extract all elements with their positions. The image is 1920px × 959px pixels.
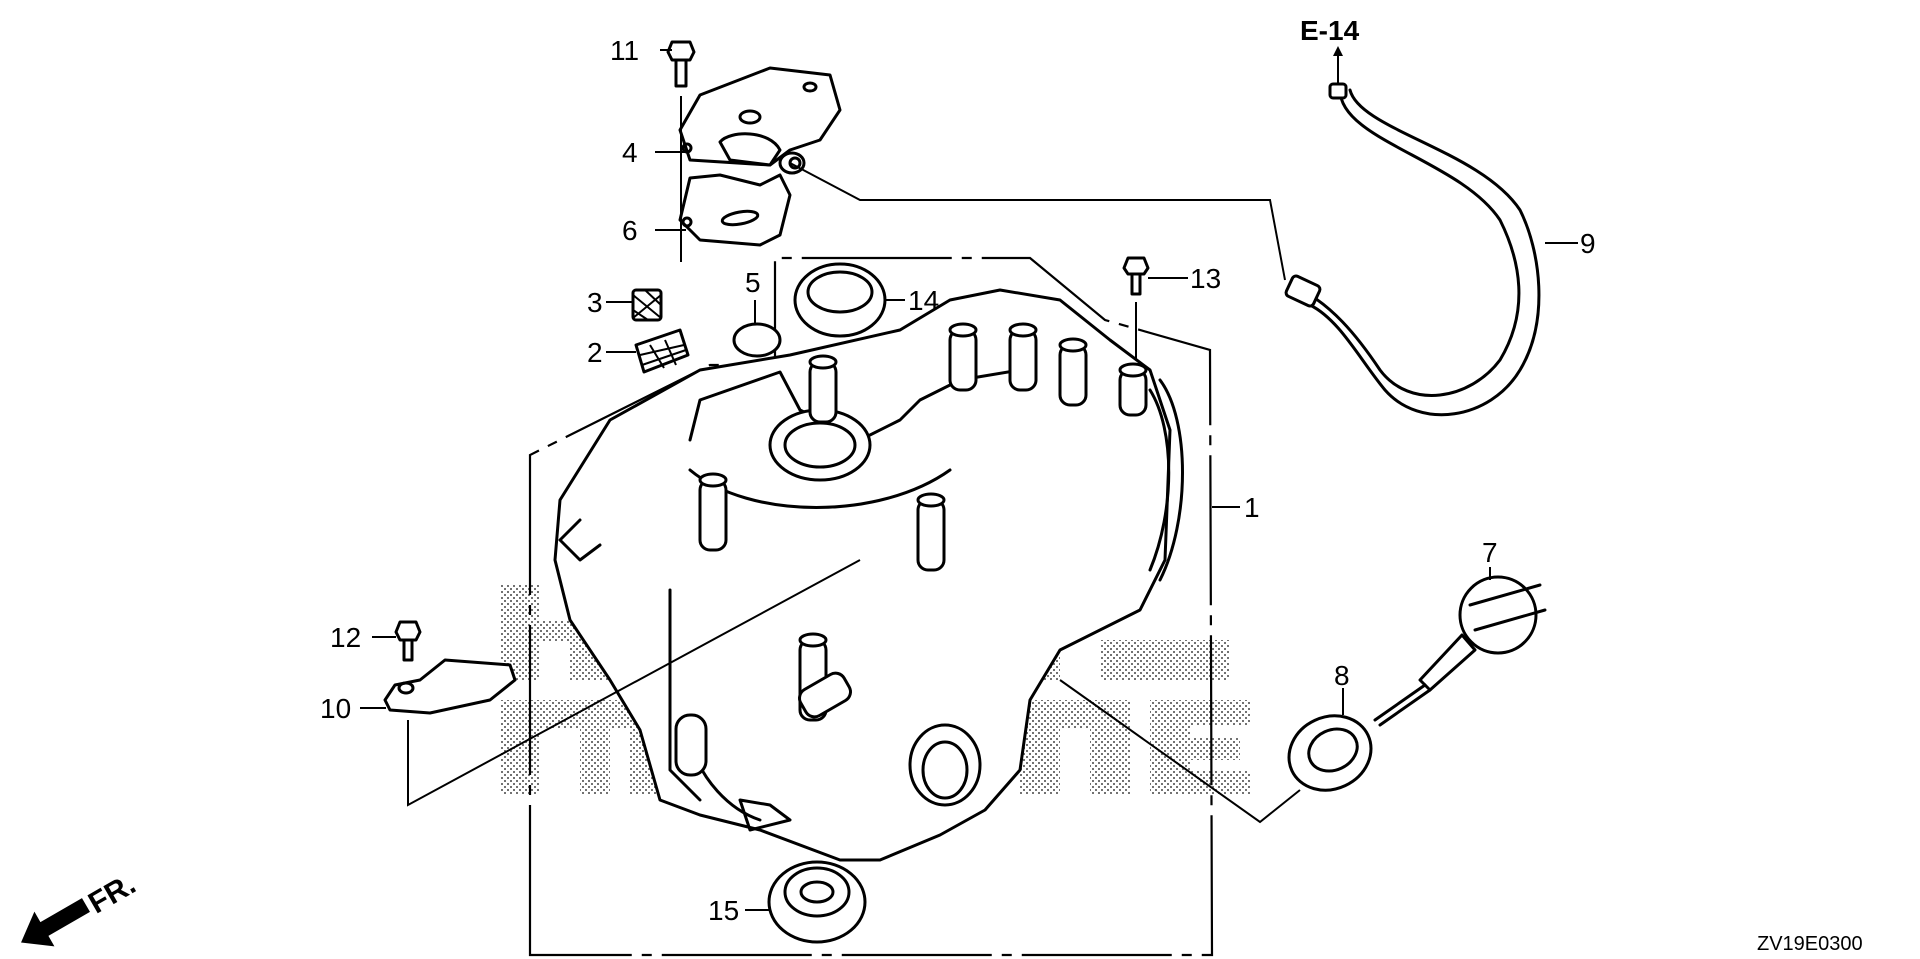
front-label: FR.: [83, 868, 141, 921]
oil-seal[interactable]: [793, 262, 887, 338]
callout-3[interactable]: 3: [587, 287, 603, 318]
reference-label[interactable]: E-14: [1300, 15, 1360, 46]
callout-11[interactable]: 11: [610, 35, 639, 66]
flange-bolt-12[interactable]: [394, 620, 422, 662]
callouts: 11 4 6 3 2 5 14 13 9 1 7 8 12 10 15: [320, 35, 1596, 926]
flange-bolt-11[interactable]: [666, 40, 696, 88]
breather-tube[interactable]: [1284, 82, 1541, 417]
callout-5[interactable]: 5: [745, 267, 761, 298]
callout-9[interactable]: 9: [1580, 228, 1596, 259]
callout-10[interactable]: 10: [320, 693, 351, 724]
callout-15[interactable]: 15: [708, 895, 739, 926]
ball-bearing[interactable]: [767, 860, 867, 944]
callout-13[interactable]: 13: [1190, 263, 1221, 294]
plug-cap[interactable]: [732, 322, 782, 358]
front-direction-indicator: FR.: [21, 868, 141, 947]
arrow-left-icon: [21, 898, 90, 947]
callout-12[interactable]: 12: [330, 622, 361, 653]
breather-cover[interactable]: [678, 66, 842, 175]
assembly-boundary: [528, 256, 1214, 957]
callout-2[interactable]: 2: [587, 337, 603, 368]
oil-dipstick[interactable]: [1373, 575, 1547, 727]
deflector-plate[interactable]: [383, 658, 517, 715]
flange-bolt-13[interactable]: [1122, 256, 1150, 296]
callout-14[interactable]: 14: [908, 285, 939, 316]
breather-gasket[interactable]: [678, 173, 792, 247]
callout-8[interactable]: 8: [1334, 660, 1350, 691]
reference-e14[interactable]: E-14: [1300, 15, 1360, 84]
diagram-code: ZV19E0300: [1757, 933, 1863, 955]
callout-7[interactable]: 7: [1482, 537, 1498, 568]
filter-screen-small[interactable]: [631, 288, 663, 322]
filter-screen-large[interactable]: [634, 328, 690, 374]
callout-6[interactable]: 6: [622, 215, 638, 246]
callout-4[interactable]: 4: [622, 137, 638, 168]
callout-1[interactable]: 1: [1244, 492, 1260, 523]
dipstick-seal-ring[interactable]: [1277, 703, 1384, 804]
crankcase-body[interactable]: [553, 288, 1184, 862]
